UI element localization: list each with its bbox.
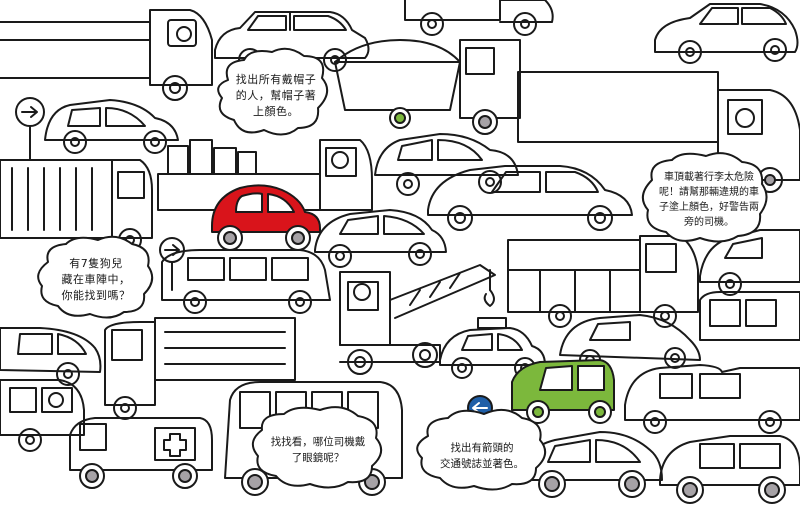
car-center-sedan	[374, 133, 519, 196]
car-vw-center	[314, 209, 447, 268]
bubble-arrow-sign-shape	[416, 408, 547, 491]
car-bottom-center-right	[519, 431, 663, 498]
box-truck-right	[517, 71, 800, 193]
car-with-dog-left	[0, 379, 85, 452]
bubble-roof-luggage-shape	[641, 152, 768, 243]
container-truck-left	[0, 159, 153, 252]
car-lower-left	[0, 327, 102, 386]
van-middle-left	[161, 249, 331, 314]
car-top-right	[654, 3, 799, 64]
van-far-right-lower	[699, 291, 800, 341]
red-beetle-car	[211, 184, 321, 251]
truck-top-left	[0, 9, 213, 101]
flatbed-truck-right	[507, 235, 699, 328]
box-truck-lower-left	[104, 317, 296, 420]
arrow-right-sign-left	[15, 97, 45, 161]
car-second-left	[44, 99, 179, 154]
pickup-with-crates	[157, 139, 373, 211]
bubble-hats-shape	[217, 47, 329, 136]
car-right-lower-middle	[624, 364, 800, 434]
bubble-dogs-shape	[37, 235, 154, 319]
ambulance	[69, 417, 213, 489]
arrow-right-sign-center	[159, 237, 185, 291]
tow-truck	[339, 264, 496, 375]
car-right-middle	[427, 165, 633, 231]
car-bottom-right	[659, 435, 800, 504]
dump-truck	[334, 39, 521, 135]
cross-icon	[163, 433, 187, 457]
vehicle-top-partial	[404, 0, 554, 36]
bus-bottom-center	[224, 381, 403, 496]
bubble-glasses-shape	[251, 406, 383, 489]
green-hatchback-car	[511, 359, 615, 424]
